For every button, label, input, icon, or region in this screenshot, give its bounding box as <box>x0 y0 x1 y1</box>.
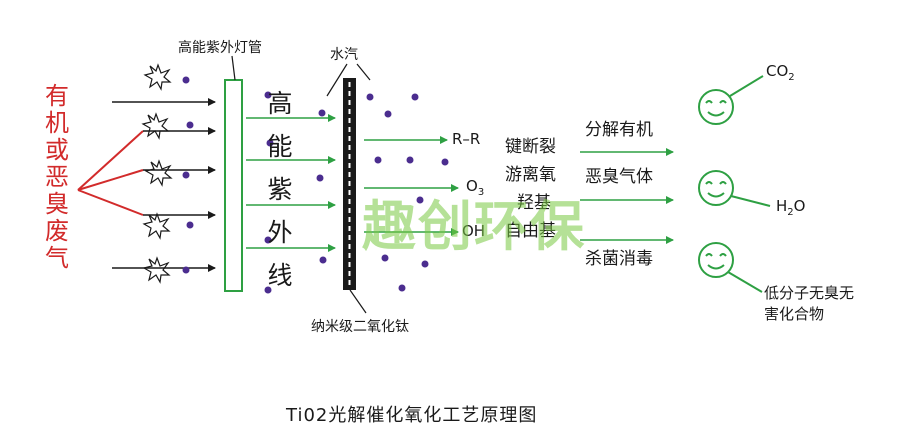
molecule-dot <box>182 171 190 179</box>
smiley-icon <box>698 89 734 125</box>
diagram-caption: Ti02光解催化氧化工艺原理图 <box>286 405 538 426</box>
water-vapor-label: 水汽 <box>330 47 358 63</box>
h2o-o: O <box>793 197 806 215</box>
leader-lines <box>231 55 371 314</box>
lamp-label: 高能紫外灯管 <box>178 40 262 56</box>
smiley-icon <box>698 170 734 206</box>
molecule-dots <box>182 76 449 294</box>
molecule-dot <box>186 121 194 129</box>
bond-break-label: 键断裂 <box>505 137 556 157</box>
lamp-leader-line <box>231 55 236 81</box>
water-leader-line <box>356 63 371 81</box>
molecule-dot <box>398 284 406 292</box>
harmless-compounds-label: 低分子无臭无害化合物 <box>764 284 855 323</box>
h2o-subscript: 2 <box>787 207 794 218</box>
oxygen-label: 游离氧 <box>505 165 556 185</box>
molecule-dot <box>264 286 272 294</box>
red-fan-line <box>77 130 144 191</box>
molecule-dot <box>264 236 272 244</box>
sterilize-label: 杀菌消毒 <box>585 249 653 269</box>
molecule-dot <box>266 139 274 147</box>
o3-symbol: O <box>466 177 478 195</box>
molecule-dot <box>186 221 194 229</box>
h2o-label: H2O <box>776 197 805 218</box>
odor-label: 恶臭气体 <box>585 167 653 187</box>
molecule-dot <box>441 158 449 166</box>
burst-icons <box>141 63 173 284</box>
molecule-dot <box>182 266 190 274</box>
co2-subscript: 2 <box>788 72 795 83</box>
molecule-dot <box>384 110 392 118</box>
molecule-dot <box>411 93 419 101</box>
decompose-label: 分解有机 <box>585 120 653 140</box>
co2-symbol: CO <box>766 62 789 80</box>
h2o-connector <box>730 195 771 207</box>
watermark: 趣创环保 <box>362 195 586 258</box>
free-radical-label: 自由基 <box>505 221 556 241</box>
molecule-dot <box>381 254 389 262</box>
process-arrows <box>246 114 674 252</box>
source-gas-label: 有机或恶臭废气 <box>45 82 69 272</box>
harmless-connector <box>727 271 763 293</box>
molecule-dot <box>182 76 190 84</box>
co2-label: CO2 <box>766 62 795 83</box>
burst-icon <box>141 112 170 140</box>
hydroxyl-label: 羟基 <box>517 193 551 213</box>
burst-icon <box>144 159 173 187</box>
co2-connector <box>729 75 764 97</box>
burst-icon <box>143 63 172 91</box>
o3-subscript: 3 <box>477 187 485 198</box>
molecule-dot <box>264 91 272 99</box>
catalyst-mesh <box>343 78 356 290</box>
molecule-dot <box>319 256 327 264</box>
rr-radical-label: R–R <box>452 130 481 148</box>
molecule-dot <box>421 260 429 268</box>
molecule-dot <box>374 156 382 164</box>
smiley-icon <box>698 242 734 278</box>
molecule-dot <box>318 109 326 117</box>
red-fan-line <box>77 189 144 216</box>
molecule-dot <box>406 156 414 164</box>
molecule-dot <box>366 93 374 101</box>
burst-icon <box>142 256 171 284</box>
catalyst-label: 纳米级二氧化钛 <box>311 319 409 335</box>
burst-icon <box>142 212 171 240</box>
h2o-h: H <box>776 197 788 215</box>
molecule-dot <box>316 174 324 182</box>
molecule-dot <box>416 196 424 204</box>
o3-radical-label: O3 <box>466 177 484 198</box>
oh-radical-label: OH <box>462 222 486 240</box>
catalyst-leader-line <box>349 289 367 314</box>
uv-lamp-tube <box>224 79 243 292</box>
red-fan-lines <box>77 130 144 216</box>
smiley-icons <box>698 75 771 293</box>
water-leader-line <box>326 63 348 97</box>
red-fan-line <box>77 169 144 191</box>
uv-rays-label: 高能紫外线 <box>267 89 293 290</box>
